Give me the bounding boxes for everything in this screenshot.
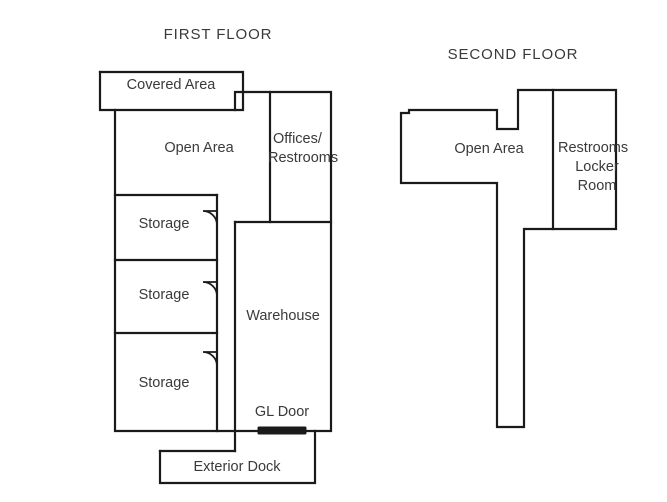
exterior-dock-outline (158, 429, 317, 485)
label-restrooms-line1: Restrooms (558, 140, 628, 156)
storage-1-door-swing-icon (202, 210, 218, 226)
covered-area-left-wall (98, 70, 117, 112)
storage-2-door-swing-icon (202, 281, 218, 297)
second-floor-title: SECOND FLOOR (448, 46, 579, 63)
label-storage-2: Storage (139, 287, 190, 303)
gl-door-bar-icon (257, 426, 307, 435)
covered-area-step-wall (233, 90, 245, 112)
label-restrooms-line2: Locker (575, 159, 619, 175)
label-open-area: Open Area (164, 140, 234, 156)
first-floor-perimeter (98, 70, 333, 433)
label-covered-area: Covered Area (127, 77, 217, 93)
label-gl-door: GL Door (255, 404, 309, 420)
storage-3-door-swing-icon (202, 351, 218, 367)
label-offices-restrooms-line1: Offices/ (273, 131, 323, 147)
label-warehouse: Warehouse (246, 308, 320, 324)
first-floor-title: FIRST FLOOR (164, 26, 273, 43)
second-floor-perimeter (399, 88, 618, 429)
label-offices-restrooms-line2: Restrooms (268, 150, 338, 166)
label-storage-3: Storage (139, 375, 190, 391)
label-restrooms-line3: Room (578, 178, 617, 194)
label-storage-1: Storage (139, 216, 190, 232)
label-second-open-area: Open Area (454, 141, 524, 157)
label-exterior-dock: Exterior Dock (193, 459, 281, 475)
